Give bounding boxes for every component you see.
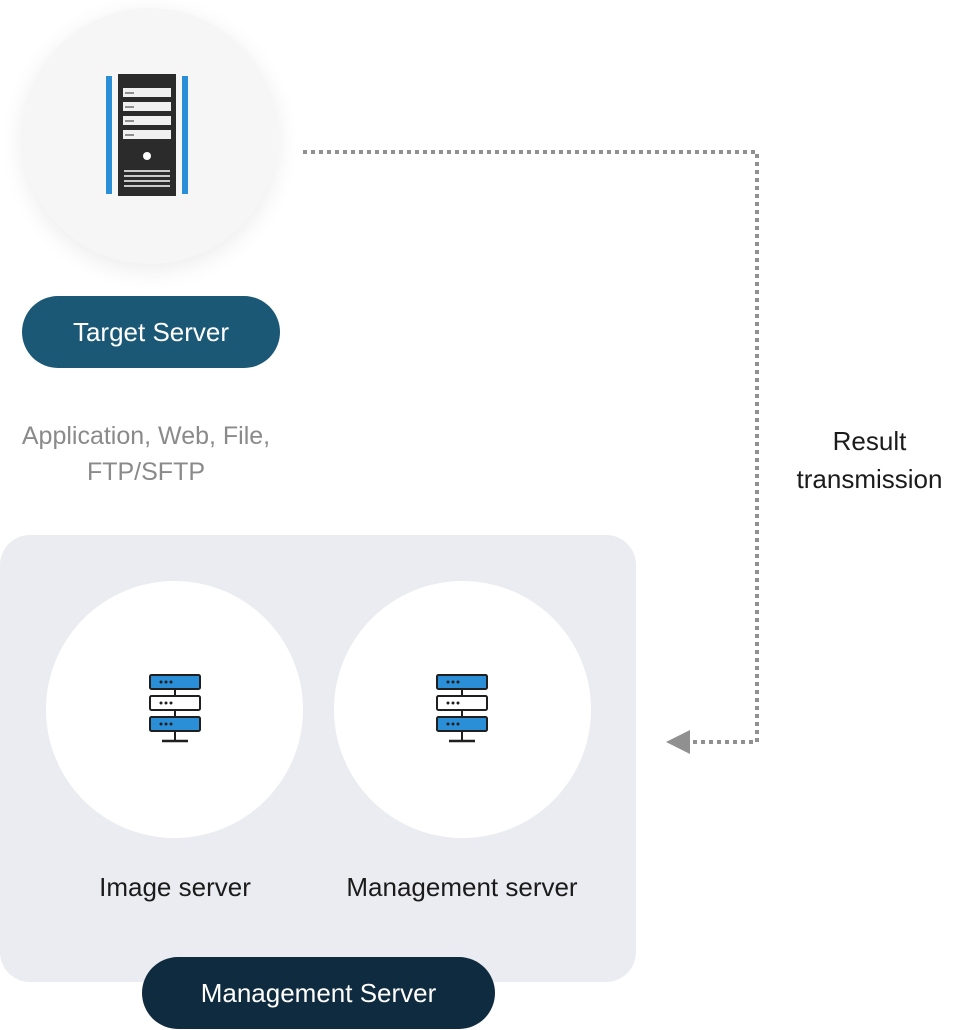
- result-transmission-label: Result transmission: [786, 422, 953, 498]
- result-line-2: transmission: [796, 464, 943, 494]
- arrowhead-left-icon: [666, 730, 690, 754]
- image-server-label: Image server: [99, 872, 251, 902]
- target-server-pill: Target Server: [22, 296, 280, 368]
- server-rack-icon: [149, 674, 201, 743]
- description-line-1: Application, Web, File,: [21, 422, 271, 450]
- tower-server-icon: [106, 74, 188, 196]
- target-server-label: Target Server: [72, 316, 230, 347]
- target-server-description: Application, Web, File, FTP/SFTP: [0, 418, 292, 490]
- description-line-2: FTP/SFTP: [86, 458, 206, 486]
- result-line-1: Result: [832, 426, 907, 456]
- management-server-pill: Management Server: [142, 957, 495, 1029]
- management-server-pill-label: Management Server: [200, 977, 437, 1008]
- server-rack-icon: [436, 674, 488, 743]
- management-server-label: Management server: [346, 872, 578, 902]
